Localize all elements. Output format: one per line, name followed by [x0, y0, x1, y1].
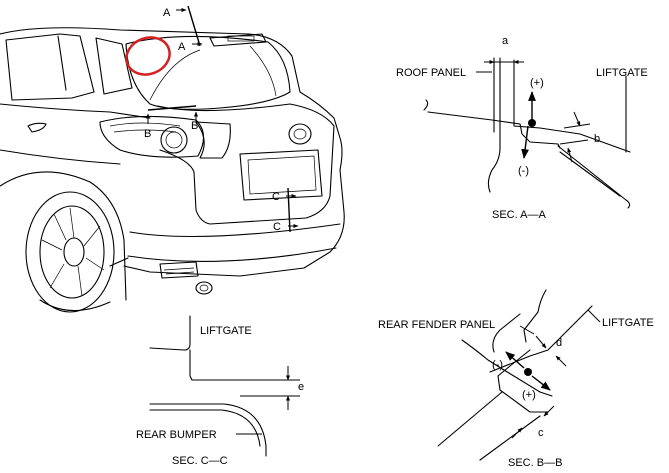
- section-bb: (-) (+) d c REAR FENDER PANEL LIFTGATE S…: [378, 289, 654, 469]
- dim-b-label: b: [594, 133, 600, 145]
- roof-panel-label: ROOF PANEL: [396, 67, 466, 79]
- section-bb-title: SEC. B—B: [508, 457, 562, 469]
- aa-minus-label: (-): [518, 165, 529, 177]
- section-aa: a (+) (-) b ROOF PANEL LIFTGATE SEC. A—A: [396, 35, 648, 221]
- highlight-circle: [125, 36, 171, 76]
- bb-liftgate-label: LIFTGATE: [602, 317, 654, 329]
- marker-b-right: B: [191, 120, 198, 132]
- rear-fender-panel-label: REAR FENDER PANEL: [378, 319, 495, 331]
- marker-c-bottom: C: [273, 221, 281, 233]
- section-marker-c: C C: [272, 187, 299, 233]
- marker-a-bottom: A: [178, 41, 186, 53]
- cc-liftgate-label: LIFTGATE: [200, 325, 252, 337]
- aa-liftgate-label: LIFTGATE: [596, 67, 648, 79]
- section-marker-a: A A: [163, 5, 203, 53]
- section-marker-b: B B: [144, 105, 198, 140]
- marker-a-top: A: [163, 7, 171, 19]
- dim-a-label: a: [502, 35, 509, 47]
- bb-plus-label: (+): [522, 389, 536, 401]
- section-cc: e LIFTGATE REAR BUMPER SEC. C—C: [136, 315, 304, 467]
- marker-b-left: B: [144, 128, 151, 140]
- bb-minus-label: (-): [492, 359, 503, 371]
- marker-c-top: C: [272, 191, 280, 203]
- dim-c-label: c: [538, 427, 544, 439]
- section-cc-title: SEC. C—C: [172, 455, 228, 467]
- vehicle-rear-illustration: [0, 27, 345, 313]
- section-aa-title: SEC. A—A: [492, 209, 546, 221]
- rear-bumper-label: REAR BUMPER: [136, 429, 217, 441]
- dim-e-label: e: [298, 381, 304, 393]
- dim-d-label: d: [556, 337, 562, 349]
- aa-plus-label: (+): [530, 77, 544, 89]
